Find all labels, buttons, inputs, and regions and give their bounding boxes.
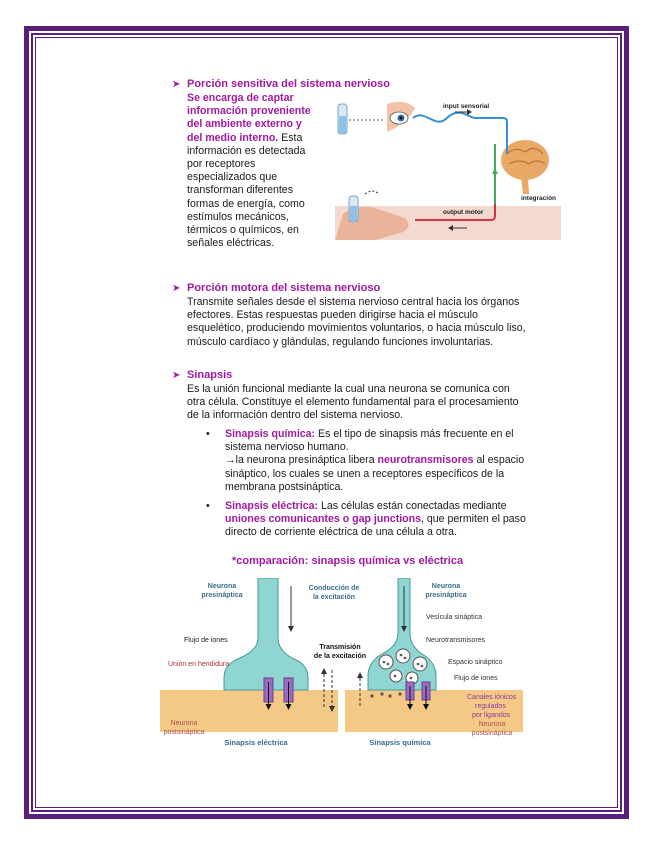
hand-icon <box>335 190 409 240</box>
motor-line: Transmite señales desde el sistema nervi… <box>187 296 520 308</box>
electrical-line-3: directo de corriente eléctrica de una cé… <box>225 526 458 539</box>
synapse-comparison-diagram: Neurona presináptica Conducción de la ex… <box>160 577 530 750</box>
chemical-line-4: sináptico, los cuales se unen a receptor… <box>225 467 505 480</box>
ion-flow-right-label: Flujo de iones <box>454 675 498 682</box>
electrical-line-1: Sinapsis eléctrica: Las células están co… <box>225 500 507 512</box>
sensory-body-line: señales eléctricas. <box>187 237 275 250</box>
synapse-paragraph: Es la unión funcional mediante la cual u… <box>187 383 587 423</box>
sensory-body-line: estímulos mecánicos, <box>187 210 289 223</box>
sensory-body-line: transforman diferentes <box>187 184 293 197</box>
junction-label: Unión en hendidura <box>168 661 229 668</box>
chemical-line-2: sistema nervioso humano. <box>225 441 349 454</box>
synaptic-vesicles <box>378 648 428 685</box>
transmission-label-1: Transmisión <box>319 644 360 651</box>
sensory-title: Porción sensitiva del sistema nervioso <box>187 78 390 90</box>
channels-label-1: Canales iónicos <box>467 694 517 701</box>
sensory-body-line: información es detectada <box>187 144 306 157</box>
sensory-paragraph: Se encarga de captar información proveni… <box>187 92 335 250</box>
pre-left-label-1: Neurona <box>208 583 237 590</box>
motor-title: Porción motora del sistema nervioso <box>187 282 381 294</box>
caption-chemical: Sinapsis química <box>369 738 431 747</box>
chemical-line-5: membrana postsináptica. <box>225 480 344 493</box>
pre-right-label-2: presináptica <box>425 592 466 599</box>
cleft-label: Espacio sináptico <box>448 659 503 666</box>
electrical-synapse-item: Sinapsis eléctrica: Las células están co… <box>225 500 585 540</box>
eye-icon <box>387 101 415 132</box>
integration-label: integración <box>521 195 556 202</box>
post-right-label-2: postsináptica <box>472 730 513 737</box>
chemical-line-3: →la neurona presináptica libera neurotra… <box>225 454 525 467</box>
motor-line: esquelético, produciendo movimientos vol… <box>187 322 526 335</box>
chemical-line-1: Sinapsis química: Es el tipo de sinapsis… <box>225 428 514 440</box>
post-left-label-1: Neurona <box>171 720 198 727</box>
motor-paragraph: Transmite señales desde el sistema nervi… <box>187 296 587 349</box>
chemical-synapse-item: Sinapsis química: Es el tipo de sinapsis… <box>225 428 585 494</box>
comparison-title: *comparación: sinapsis química vs eléctr… <box>232 555 464 567</box>
synapse-line: otra célula. Constituye el elemento fund… <box>187 396 519 409</box>
channels-label-3: por ligandos <box>472 712 511 719</box>
sensory-body-line: especializados que <box>187 171 278 184</box>
transmission-label-2: de la excitación <box>314 653 366 660</box>
synapse-title: Sinapsis <box>187 369 233 381</box>
sensory-lead-line: del ambiente externo y <box>187 118 302 131</box>
section-bullet-icon: ➤ <box>172 283 181 294</box>
post-left-label-2: postsináptica <box>164 729 205 736</box>
sensory-body-line: térmicos o químicos, en <box>187 224 299 237</box>
section-bullet-icon: ➤ <box>172 79 181 90</box>
brain-icon <box>501 140 549 194</box>
sensory-lead-line: información proveniente <box>187 105 311 118</box>
page-frame-inner <box>35 37 618 808</box>
pre-left-label-2: presináptica <box>201 592 242 599</box>
post-right-label-1: Neurona <box>479 721 506 728</box>
sensory-motor-diagram: input sensorial integración output motor <box>335 94 561 240</box>
synapse-line: Es la unión funcional mediante la cual u… <box>187 383 510 395</box>
neurotransmitter-dots <box>370 692 402 698</box>
test-tube-icon <box>337 103 348 135</box>
sensory-lead-line: del medio interno. Esta <box>187 131 303 144</box>
conduction-label-1: Conducción de <box>309 585 360 592</box>
sensory-lead-line: Se encarga de captar <box>187 92 294 104</box>
electrical-line-2: uniones comunicantes o gap junctions, qu… <box>225 513 526 526</box>
list-bullet-dot-icon: • <box>206 500 210 512</box>
synapse-line: de la información dentro del sistema ner… <box>187 409 404 422</box>
vesicle-label: Vesícula sináptica <box>426 614 482 621</box>
sensory-body-line: formas de energía, como <box>187 197 305 210</box>
output-motor-label: output motor <box>443 209 484 216</box>
conduction-label-2: la excitación <box>313 594 355 601</box>
neurotransmitters-label: Neurotransmisores <box>426 637 486 644</box>
input-sensory-label: input sensorial <box>443 103 489 110</box>
channels-label-2: regulados <box>475 703 506 710</box>
caption-electrical: Sinapsis eléctrica <box>224 738 288 747</box>
motor-line: efectores. Estas respuestas pueden dirig… <box>187 309 478 322</box>
sensory-body-line: por receptores <box>187 158 256 171</box>
page-frame-middle <box>31 33 622 812</box>
motor-line: músculo cardíaco y glándulas, regulando … <box>187 335 494 348</box>
list-bullet-dot-icon: • <box>206 428 210 440</box>
ion-flow-left-label: Flujo de iones <box>184 637 228 644</box>
page-frame-outer <box>24 26 629 819</box>
section-bullet-icon: ➤ <box>172 370 181 381</box>
pre-right-label-1: Neurona <box>432 583 461 590</box>
